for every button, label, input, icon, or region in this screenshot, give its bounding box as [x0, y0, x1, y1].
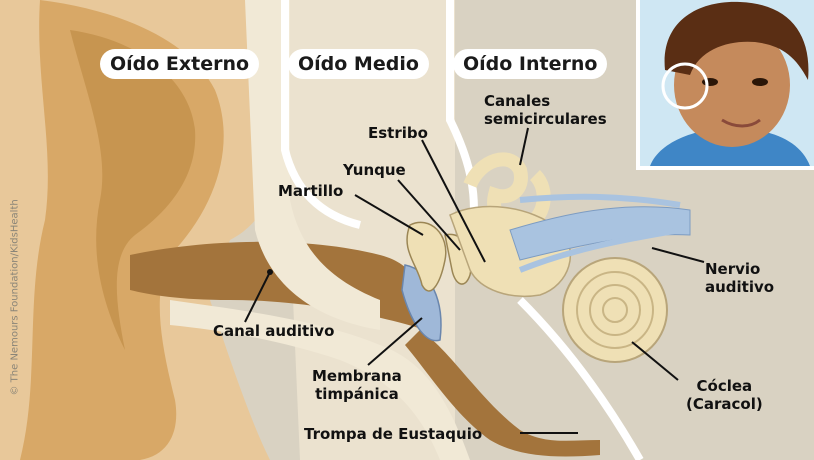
- leader-canal: [244, 271, 271, 323]
- leader-martillo: [354, 194, 424, 236]
- cochlea-shape: [562, 257, 668, 363]
- label-nervio-line2: auditivo: [705, 278, 775, 296]
- leader-yunque: [397, 179, 461, 251]
- label-coclea-line1: Cóclea: [696, 377, 753, 395]
- cochlea-spiral-3: [602, 297, 628, 323]
- malleus: [406, 221, 447, 292]
- mouth: [721, 118, 761, 128]
- cochlea-spiral-1: [576, 271, 654, 349]
- leader-estribo: [421, 139, 486, 263]
- label-membrana-line1: Membrana: [312, 367, 402, 385]
- label-membrana-timpanica: Membrana timpánica: [312, 367, 402, 403]
- label-nervio-auditivo: Nervio auditivo: [705, 260, 774, 296]
- right-eye: [752, 78, 768, 86]
- auditory-nerve: [509, 206, 691, 261]
- label-canales-line1: Canales: [484, 92, 551, 110]
- semicircular-canals: [463, 152, 551, 233]
- cochlea-spiral-2: [589, 284, 641, 336]
- nerve-branch-1: [519, 193, 681, 208]
- copyright-text: © The Nemours Foundation/KidsHealth: [9, 199, 21, 396]
- leader-coclea: [631, 341, 679, 381]
- shirt: [650, 128, 810, 166]
- leader-canal-dot: [267, 269, 273, 275]
- divider-outer-middle: [281, 0, 362, 229]
- leader-nervio: [651, 247, 705, 263]
- title-middle-ear: Oído Medio: [288, 49, 429, 79]
- label-canales-line2: semicirculares: [484, 110, 607, 128]
- lower-bone-band: [170, 300, 470, 460]
- pinna-fold: [70, 30, 196, 350]
- divider-lower: [517, 297, 644, 460]
- label-yunque: Yunque: [343, 161, 406, 179]
- label-coclea-line2: (Caracol): [686, 395, 763, 413]
- label-estribo: Estribo: [368, 124, 428, 142]
- label-canal-auditivo: Canal auditivo: [213, 322, 335, 340]
- label-membrana-line2: timpánica: [315, 385, 399, 403]
- nerve-branch-2: [518, 227, 681, 273]
- eustachian-tube-shape: [405, 330, 600, 457]
- leader-membrana: [367, 317, 423, 366]
- bone-band: [245, 0, 380, 330]
- title-inner-ear: Oído Interno: [453, 49, 608, 79]
- child-face-inset: [636, 0, 814, 170]
- label-coclea: Cóclea (Caracol): [686, 377, 763, 413]
- ear-highlight-circle: [661, 62, 709, 110]
- leader-canales: [519, 127, 529, 166]
- label-canales-semicirculares: Canales semicirculares: [484, 92, 607, 128]
- title-outer-ear: Oído Externo: [100, 49, 260, 79]
- label-nervio-line1: Nervio: [705, 260, 761, 278]
- hair: [664, 1, 809, 80]
- label-martillo: Martillo: [278, 182, 344, 200]
- label-trompa-de-eustaquio: Trompa de Eustaquio: [304, 425, 483, 443]
